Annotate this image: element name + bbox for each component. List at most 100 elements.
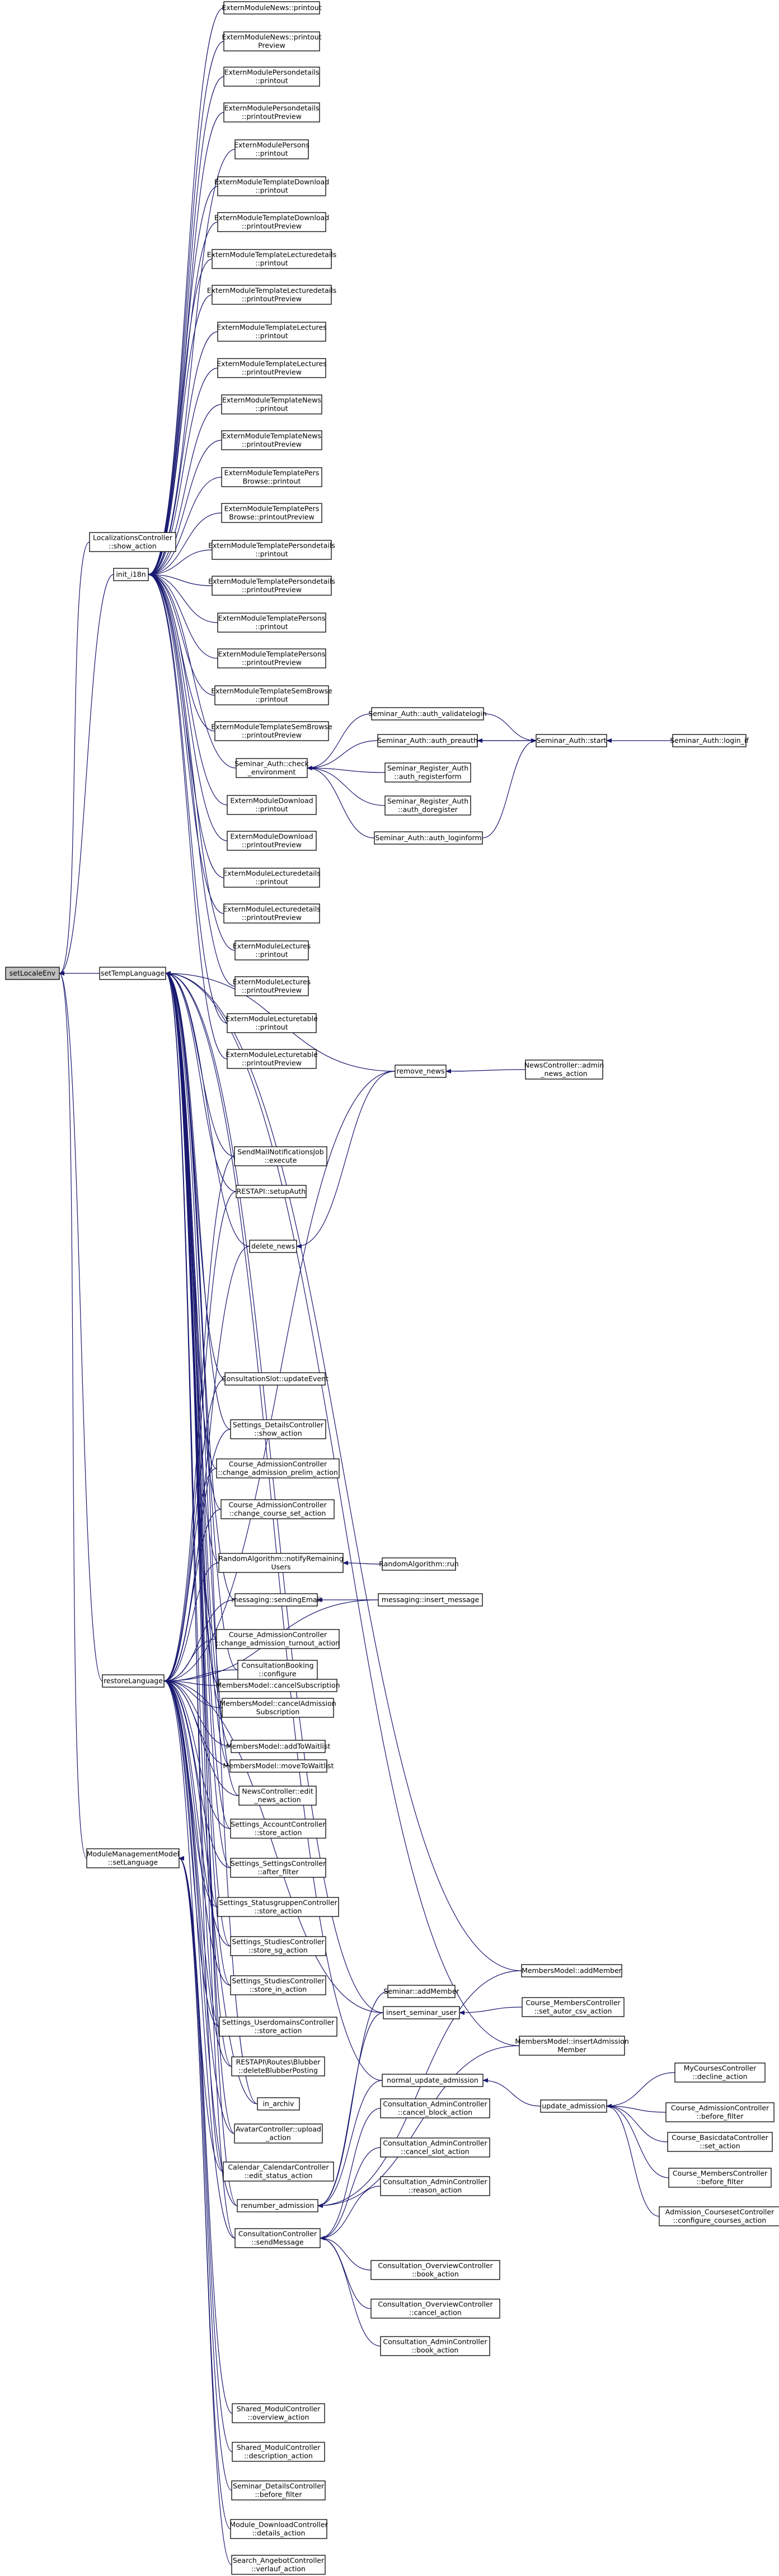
node-coc-book[interactable]: Consultation_OverviewController::book_ac… [370, 2260, 500, 2280]
node-suc-store[interactable]: Settings_UserdomainsController::store_ac… [219, 2017, 337, 2037]
node-emnews-preview[interactable]: ExternModuleNews::printoutPreview [222, 31, 322, 51]
node-init-i18n[interactable]: init_i18n [113, 568, 149, 581]
node-emtdownload-printout[interactable]: ExternModuleTemplateDownload::printout [214, 176, 329, 196]
node-avatarc[interactable]: AvatarController::upload_action [234, 2123, 323, 2144]
node-localizationscontroller[interactable]: LocalizationsController::show_action [89, 532, 176, 552]
node-mm-canceladm[interactable]: MembersModel::cancelAdmissionSubscriptio… [219, 1698, 336, 1718]
node-sdc-show[interactable]: Settings_DetailsController::show_action [230, 1419, 326, 1439]
node-sa-validate[interactable]: Seminar_Auth::auth_validatelogin [368, 707, 487, 720]
node-cmc-before[interactable]: Course_MembersController::before_filter [668, 2168, 772, 2188]
node-emtnews-printout[interactable]: ExternModuleTemplateNews::printout [221, 394, 322, 415]
node-emtsem-preview[interactable]: ExternModuleTemplateSemBrowse::printoutP… [211, 721, 332, 741]
node-sa-login-if[interactable]: Seminar_Auth::login_if [670, 734, 749, 747]
node-emtlectures-printout[interactable]: ExternModuleTemplateLectures::printout [217, 322, 327, 342]
node-ssgc-store[interactable]: Settings_StatusgruppenController::store_… [217, 1897, 339, 1917]
node-mm-movetowait[interactable]: MembersModel::moveToWaitlist [223, 1759, 334, 1773]
node-cmc-autor[interactable]: Course_MembersController::set_autor_csv_… [522, 1997, 625, 2017]
node-msg-sendemail[interactable]: messaging::sendingEmail [231, 1593, 321, 1607]
node-seminar-addmember[interactable]: Seminar::addMember [383, 1985, 459, 1998]
node-emtnews-preview[interactable]: ExternModuleTemplateNews::printoutPrevie… [221, 430, 322, 450]
node-smc-overview[interactable]: Shared_ModulController::overview_action [232, 2403, 325, 2423]
node-sstc-sg[interactable]: Settings_StudiesController::store_sg_act… [230, 1936, 326, 1956]
node-emtpersondetails-printout[interactable]: ExternModuleTemplatePersondetails::print… [208, 540, 335, 560]
node-sac-verlauf[interactable]: Search_AngebotController::verlauf_action [231, 2555, 326, 2575]
node-mm-addtowait[interactable]: MembersModel::addToWaitlist [226, 1740, 331, 1753]
node-normal-update[interactable]: normal_update_admission [382, 2074, 484, 2087]
node-emtpers-preview[interactable]: ExternModuleTemplatePersBrowse::printout… [221, 503, 322, 523]
node-emlecturedetails-preview[interactable]: ExternModuleLecturedetails::printoutPrev… [223, 903, 321, 924]
node-emtlecturedetails-printout[interactable]: ExternModuleTemplateLecturedetails::prin… [207, 249, 337, 269]
node-smc-description[interactable]: Shared_ModulController::description_acti… [232, 2442, 325, 2462]
node-cadmc-cancel-slot[interactable]: Consultation_AdminController::cancel_slo… [380, 2137, 490, 2158]
node-mm-addmember[interactable]: MembersModel::addMember [521, 1964, 622, 1977]
node-sa-loginform[interactable]: Seminar_Auth::auth_loginform [374, 831, 483, 845]
node-mdc-details[interactable]: Module_DownloadController::details_actio… [229, 2519, 329, 2539]
node-ra-run[interactable]: RandomAlgorithm::run [379, 1557, 459, 1571]
root-node-setlocaleenv[interactable]: setLocaleEnv [5, 967, 60, 980]
node-in-archiv[interactable]: in_archiv [257, 2097, 300, 2111]
node-settemplanguage[interactable]: setTempLanguage [99, 967, 166, 980]
node-cac-courseset[interactable]: Course_AdmissionController::change_cours… [220, 1499, 335, 1519]
node-insert-seminar-user[interactable]: insert_seminar_user [383, 2006, 460, 2019]
edge-mm-insertadm-to-renumber [317, 2045, 520, 2208]
node-cadmc-cancel-block[interactable]: Consultation_AdminController::cancel_blo… [380, 2098, 490, 2118]
node-consslot[interactable]: ConsultationSlot::updateEvent [222, 1372, 329, 1386]
node-calc[interactable]: Calendar_CalendarController::edit_status… [223, 2161, 334, 2182]
node-emnews-printout[interactable]: ExternModuleNews::printout [222, 1, 322, 15]
node-cadmc-reason[interactable]: Consultation_AdminController::reason_act… [380, 2176, 490, 2196]
node-acc-configure[interactable]: Admission_CoursesetController::configure… [659, 2206, 779, 2226]
node-emtpersons-printout[interactable]: ExternModuleTemplatePersons::printout [217, 613, 326, 633]
node-nc-admin[interactable]: NewsController::admin_news_action [524, 1059, 604, 1080]
node-sac-store[interactable]: Settings_AccountController::store_action [230, 1819, 326, 1839]
node-restapi-setup[interactable]: RESTAPI::setupAuth [236, 1185, 307, 1198]
node-mm-cancelsub[interactable]: MembersModel::cancelSubscription [215, 1679, 340, 1692]
node-sendmail[interactable]: SendMailNotificationsJob::execute [234, 1146, 327, 1166]
node-cbc-set[interactable]: Course_BasicdataController::set_action [667, 2132, 773, 2152]
node-restorelanguage[interactable]: restoreLanguage [102, 1674, 165, 1688]
node-emtpersons-preview[interactable]: ExternModuleTemplatePersons::printoutPre… [217, 648, 326, 668]
node-consc-send[interactable]: ConsultationController::sendMessage [234, 2228, 321, 2248]
node-empersondetails-preview[interactable]: ExternModulePersondetails::printoutPrevi… [223, 102, 320, 123]
node-cac-prelim[interactable]: Course_AdmissionController::change_admis… [216, 1458, 340, 1478]
node-cac-turnout[interactable]: Course_AdmissionController::change_admis… [216, 1629, 340, 1649]
node-emlectures-preview[interactable]: ExternModuleLectures::printoutPreview [233, 976, 311, 996]
node-sa-start[interactable]: Seminar_Auth::start [536, 734, 607, 747]
node-sa-preauth[interactable]: Seminar_Auth::auth_preauth [377, 734, 478, 747]
node-emlecturetable-preview[interactable]: ExternModuleLecturetable::printoutPrevie… [226, 1049, 318, 1069]
node-delete-news[interactable]: delete_news [249, 1240, 297, 1253]
node-consbooking[interactable]: ConsultationBooking::configure [237, 1660, 318, 1680]
node-empersondetails-printout[interactable]: ExternModulePersondetails::printout [223, 67, 320, 87]
node-sstc-in[interactable]: Settings_StudiesController::store_in_act… [230, 1975, 326, 1995]
node-emtsem-printout[interactable]: ExternModuleTemplateSemBrowse::printout [211, 685, 332, 705]
node-emlecturetable-printout[interactable]: ExternModuleLecturetable::printout [226, 1013, 318, 1033]
node-emtlectures-preview[interactable]: ExternModuleTemplateLectures::printoutPr… [217, 358, 327, 378]
node-renumber[interactable]: renumber_admission [237, 2199, 318, 2212]
node-box [387, 1985, 456, 1998]
node-ssc-after[interactable]: Settings_SettingsController::after_filte… [230, 1858, 326, 1878]
node-update-admission[interactable]: update_admission [540, 2099, 607, 2113]
node-emtpersondetails-preview[interactable]: ExternModuleTemplatePersondetails::print… [208, 576, 335, 596]
node-sacheck[interactable]: Seminar_Auth::check_environment [234, 758, 309, 778]
node-nc-edit[interactable]: NewsController::edit_news_action [238, 1786, 317, 1806]
node-emlecturedetails-printout[interactable]: ExternModuleLecturedetails::printout [223, 868, 321, 888]
node-sra-register[interactable]: Seminar_Register_Auth::auth_registerform [384, 762, 471, 783]
node-emtdownload-preview[interactable]: ExternModuleTemplateDownload::printoutPr… [214, 212, 329, 232]
node-msg-insert[interactable]: messaging::insert_message [378, 1593, 483, 1607]
node-emtlecturedetails-preview[interactable]: ExternModuleTemplateLecturedetails::prin… [207, 285, 337, 305]
node-cac-before[interactable]: Course_AdmissionController::before_filte… [665, 2102, 775, 2122]
node-empersons-printout[interactable]: ExternModulePersons::printout [234, 139, 309, 159]
node-emlectures-printout[interactable]: ExternModuleLectures::printout [233, 940, 311, 960]
node-rest-blubber[interactable]: RESTAPI\Routes\Blubber::deleteBlubberPos… [231, 2056, 325, 2076]
node-mycourses-decline[interactable]: MyCoursesController::decline_action [674, 2062, 766, 2083]
node-sra-doreg[interactable]: Seminar_Register_Auth::auth_doregister [384, 795, 471, 816]
node-mmsetlanguage[interactable]: ModuleManagementModel::setLanguage [86, 1848, 180, 1868]
node-cadmc-book[interactable]: Consultation_AdminController::book_actio… [380, 2336, 490, 2356]
node-sdc-before[interactable]: Seminar_DetailsController::before_filter [231, 2480, 326, 2500]
node-remove-news[interactable]: remove_news [395, 1065, 447, 1078]
node-coc-cancel[interactable]: Consultation_OverviewController::cancel_… [370, 2299, 500, 2319]
node-emdownload-preview[interactable]: ExternModuleDownload::printoutPreview [227, 831, 317, 851]
node-emdownload-printout[interactable]: ExternModuleDownload::printout [227, 795, 317, 815]
